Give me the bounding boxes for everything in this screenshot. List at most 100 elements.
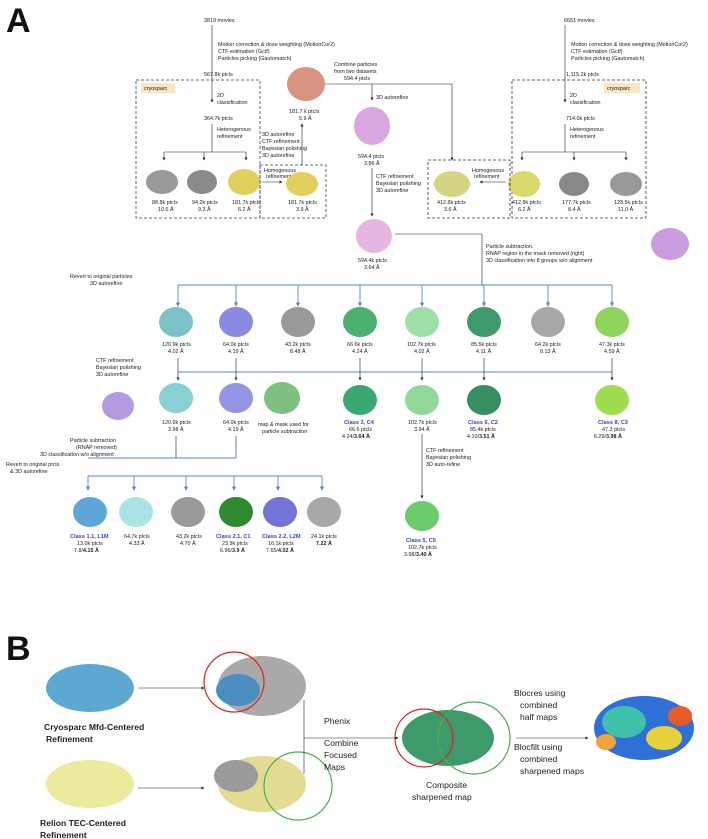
- svg-text:map & mask used for: map & mask used for: [258, 422, 309, 428]
- relion-map: [46, 760, 134, 808]
- svg-text:3D autorefine: 3D autorefine: [262, 132, 294, 138]
- mask-map-purple: [651, 228, 689, 260]
- right-preprocess-steps: Motion correction & dose weighting (Moti…: [571, 42, 688, 62]
- svg-text:Homogenous: Homogenous: [472, 168, 504, 174]
- svg-text:85.5k ptcls: 85.5k ptcls: [471, 342, 497, 348]
- svg-text:5.9 Å: 5.9 Å: [299, 115, 312, 122]
- svg-text:Phenix: Phenix: [324, 716, 351, 726]
- svg-text:88.8k ptcls: 88.8k ptcls: [152, 200, 178, 206]
- svg-text:refinement: refinement: [570, 134, 596, 140]
- svg-text:Class 1.1, L1M: Class 1.1, L1M: [70, 534, 109, 540]
- svg-text:120.9k ptcls: 120.9k ptcls: [162, 420, 191, 426]
- sub2-text: Particle subtraction (RNAP removed) 3D c…: [40, 438, 117, 458]
- svg-text:66.6 ptcls: 66.6 ptcls: [349, 427, 372, 433]
- svg-text:Combine particles: Combine particles: [334, 62, 377, 68]
- svg-text:cryosparc: cryosparc: [144, 86, 168, 92]
- bottom-maps: [73, 497, 439, 531]
- svg-text:4.59 Å: 4.59 Å: [604, 348, 620, 355]
- left-cryosparc-box: [135, 79, 261, 219]
- svg-text:3.86 Å: 3.86 Å: [364, 160, 380, 167]
- svg-text:3D autorefine: 3D autorefine: [90, 281, 122, 287]
- svg-text:2D: 2D: [217, 93, 224, 99]
- blocfilt-text: Blocfilt using combined sharpened maps: [514, 742, 584, 776]
- svg-text:16.1k ptcls: 16.1k ptcls: [268, 541, 294, 547]
- right-particle-count: 1,115.2k ptcls: [566, 72, 599, 78]
- svg-text:from two datasets: from two datasets: [334, 69, 377, 75]
- left-homogenous-box: [259, 164, 327, 219]
- svg-text:Particle subtraction.: Particle subtraction.: [486, 244, 533, 250]
- ctf-steps-3: CTF refinement Bayesian polishing 3D aut…: [426, 448, 471, 468]
- svg-text:64.0k ptcls: 64.0k ptcls: [223, 420, 249, 426]
- svg-text:Cryosparc Mfd-Centered: Cryosparc Mfd-Centered: [44, 722, 144, 732]
- svg-text:594.4k ptcls: 594.4k ptcls: [358, 258, 387, 264]
- left-class-2-map: [187, 170, 217, 194]
- svg-text:181.7k ptcls: 181.7k ptcls: [232, 200, 261, 206]
- left-2d-count: 364.7k ptcls: [204, 116, 233, 122]
- svg-text:7.8/4.15 Å: 7.8/4.15 Å: [74, 547, 99, 554]
- svg-text:Blocfilt using: Blocfilt using: [514, 742, 562, 752]
- svg-text:3D autorefine: 3D autorefine: [96, 372, 128, 378]
- ctf-steps-1: CTF refinement Bayesian polishing 3D aut…: [376, 174, 421, 194]
- svg-text:3.64 Å: 3.64 Å: [364, 264, 380, 271]
- polished-maps: [102, 382, 629, 420]
- svg-text:7.22 Å: 7.22 Å: [316, 540, 332, 547]
- svg-text:6.29/3.98 Å: 6.29/3.98 Å: [594, 433, 622, 440]
- map-pink-1: [354, 107, 390, 145]
- svg-text:Motion correction & dose weigh: Motion correction & dose weighting (Moti…: [218, 42, 335, 48]
- svg-text:3D auto-refine: 3D auto-refine: [426, 462, 460, 468]
- svg-text:4.02 Å: 4.02 Å: [168, 348, 184, 355]
- mask-note: map & mask used for particle subtraction: [258, 422, 309, 435]
- svg-text:6.2 Å: 6.2 Å: [238, 206, 251, 213]
- svg-text:594.4 ptcls: 594.4 ptcls: [358, 154, 384, 160]
- svg-text:3.94 Å: 3.94 Å: [414, 426, 430, 433]
- svg-text:classification: classification: [570, 100, 601, 106]
- svg-text:Composite: Composite: [426, 780, 467, 790]
- svg-text:CTF refinement: CTF refinement: [262, 139, 300, 145]
- svg-text:refinement: refinement: [474, 174, 500, 180]
- svg-text:10.6 Å: 10.6 Å: [158, 206, 174, 213]
- svg-text:Particle subtraction: Particle subtraction: [70, 438, 116, 444]
- local-resolution-map: [594, 696, 694, 760]
- svg-text:Class 6, C2: Class 6, C2: [468, 420, 498, 426]
- left-homogenous-map: [286, 172, 318, 196]
- svg-text:94.2k ptcls: 94.2k ptcls: [192, 200, 218, 206]
- svg-text:cryosparc: cryosparc: [607, 86, 631, 92]
- right-class-1-map: [508, 171, 540, 197]
- svg-text:9.3 Å: 9.3 Å: [198, 206, 211, 213]
- svg-text:6.2 Å: 6.2 Å: [518, 206, 531, 213]
- svg-text:120.9k ptcls: 120.9k ptcls: [162, 342, 191, 348]
- svg-text:8.13 Å: 8.13 Å: [540, 348, 556, 355]
- svg-text:64.2k ptcls: 64.2k ptcls: [535, 342, 561, 348]
- svg-text:Homogenous: Homogenous: [264, 168, 296, 174]
- left-class-labels: 88.8k ptcls 10.6 Å 94.2k ptcls 9.3 Å 181…: [152, 200, 261, 213]
- svg-text:4.19 Å: 4.19 Å: [228, 348, 244, 355]
- svg-text:Particles picking (Gautomatch): Particles picking (Gautomatch): [218, 56, 292, 62]
- left-cryosparc-badge: [141, 83, 175, 93]
- svg-text:47.3 ptcls: 47.3 ptcls: [602, 427, 625, 433]
- svg-text:Focused: Focused: [324, 750, 357, 760]
- svg-text:3D classification w/o alignmen: 3D classification w/o alignment: [40, 452, 114, 458]
- svg-text:4.02 Å: 4.02 Å: [414, 348, 430, 355]
- svg-text:6.96/3.9 Å: 6.96/3.9 Å: [220, 547, 245, 554]
- svg-text:CTF refinement: CTF refinement: [426, 448, 464, 454]
- right-class-3-map: [610, 172, 642, 196]
- svg-text:85.4k ptcls: 85.4k ptcls: [470, 427, 496, 433]
- svg-text:RNAP region in the mask remove: RNAP region in the mask removed (right): [486, 251, 585, 257]
- right-class-2-map: [559, 172, 589, 196]
- svg-text:sharpened maps: sharpened maps: [520, 766, 584, 776]
- svg-text:Class 3, C4: Class 3, C4: [344, 420, 375, 426]
- svg-text:Class 2.2, L2M: Class 2.2, L2M: [262, 534, 301, 540]
- svg-text:3.98/3.40 Å: 3.98/3.40 Å: [404, 551, 432, 558]
- svg-text:24.1k ptcls: 24.1k ptcls: [311, 534, 337, 540]
- bottom-labels: Class 1.1, L1M 13.0k ptcls 7.8/4.15 Å 64…: [70, 534, 437, 558]
- right-homogenous-map: [434, 171, 470, 197]
- right-class-labels: 412.8k ptcls 6.2 Å 177.7k ptcls 8.4 Å 12…: [512, 200, 643, 213]
- svg-text:Bayesian polishing: Bayesian polishing: [376, 181, 421, 187]
- svg-text:combined: combined: [520, 754, 557, 764]
- focused-map-top: [203, 651, 306, 716]
- svg-text:23.9k ptcls: 23.9k ptcls: [222, 541, 248, 547]
- svg-text:102.7k ptcls: 102.7k ptcls: [407, 342, 436, 348]
- svg-text:Combine: Combine: [324, 738, 359, 748]
- right-cryosparc-badge: [604, 83, 640, 93]
